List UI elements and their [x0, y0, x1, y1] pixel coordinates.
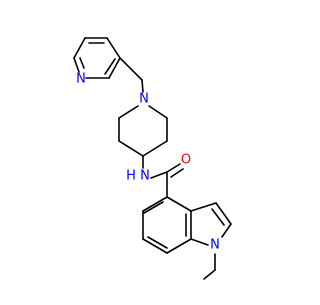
indole-benzene-ring [142, 196, 192, 254]
bond [73, 37, 86, 59]
bond [118, 140, 144, 157]
bond [148, 105, 168, 119]
bond [79, 57, 85, 69]
indole-nitrogen-label: N [210, 238, 220, 253]
bond [190, 238, 209, 246]
bond [73, 57, 80, 73]
amide-hydrogen-label: H [126, 169, 136, 184]
bond [203, 269, 216, 280]
bond [143, 201, 164, 214]
bond [166, 238, 192, 254]
amide-nitrogen-label: N [140, 169, 150, 184]
molecule-structure: N N N H O N [73, 37, 232, 280]
indole-pyrrole-ring [190, 202, 232, 246]
bond [142, 140, 168, 157]
pyridine-ring [73, 37, 121, 79]
bond [142, 238, 168, 254]
bond [190, 202, 217, 212]
bond [150, 171, 168, 179]
bond [108, 57, 121, 79]
bond [141, 79, 144, 93]
bond [166, 163, 181, 173]
bond [166, 196, 192, 212]
bond [142, 196, 168, 212]
piperidine-ring [118, 105, 168, 157]
bond [215, 202, 232, 225]
structure-canvas: N N N H O N [73, 37, 232, 280]
bond [221, 223, 232, 238]
bond [170, 168, 184, 178]
bond [147, 236, 168, 249]
bond [211, 208, 225, 226]
bond [119, 57, 143, 81]
pyridine-nitrogen-label: N [76, 72, 86, 87]
bond [104, 58, 116, 75]
carbonyl-oxygen-label: O [181, 153, 191, 168]
bond [118, 105, 139, 119]
piperidine-nitrogen-label: N [139, 92, 149, 107]
bond [106, 37, 121, 59]
